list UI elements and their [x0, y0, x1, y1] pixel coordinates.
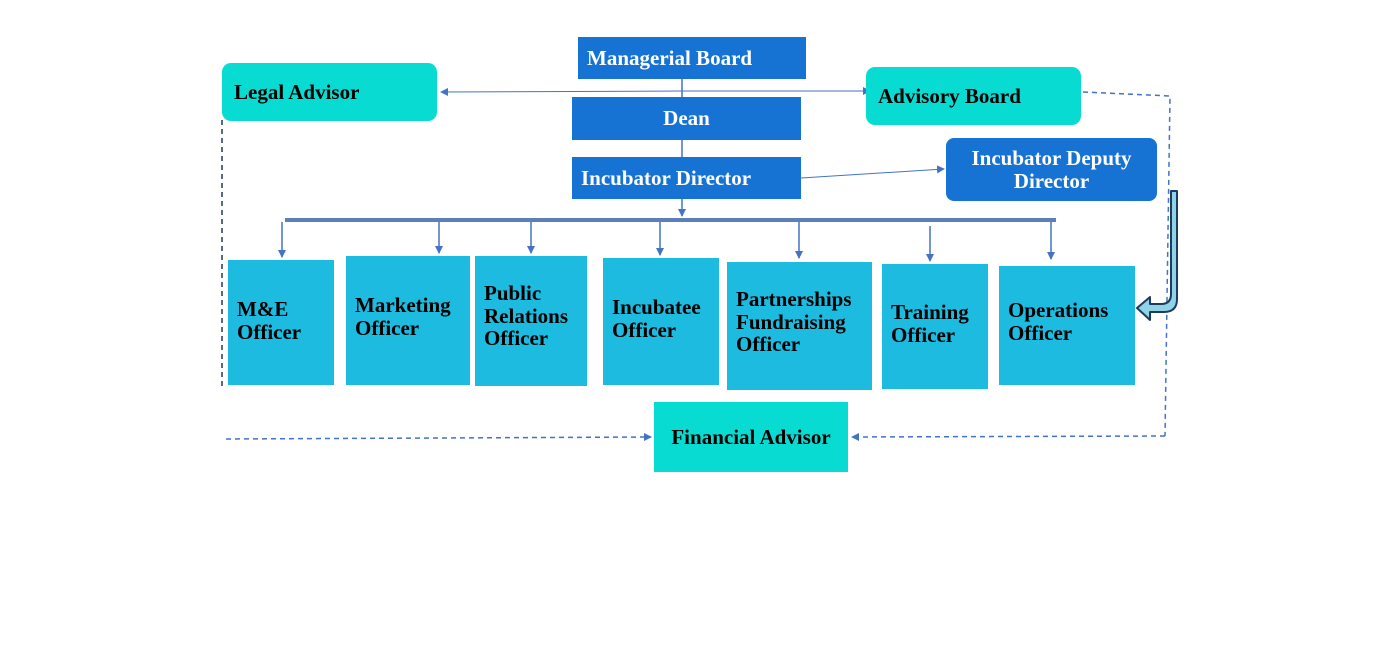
advisory-to-financial-dashed-arrow — [851, 432, 1166, 441]
officer-incubatee: Incubatee Officer — [603, 258, 719, 385]
director-to-deputy-arrow — [800, 165, 945, 179]
officer-incubatee-line-1: Incubatee — [612, 295, 701, 319]
officer-public-relations-line-1: Public — [484, 281, 542, 305]
officer-me-line-1: M&E — [237, 297, 289, 321]
advisory-board-box: Advisory Board — [866, 67, 1081, 125]
advisory-board-label: Advisory Board — [878, 83, 1021, 108]
officer-me-line-2: Officer — [237, 319, 302, 344]
officer-training: Training Officer — [882, 264, 988, 389]
officer-marketing-line-2: Officer — [355, 315, 420, 340]
officer-public-relations: Public Relations Officer — [475, 256, 587, 386]
legal-to-financial-dashed-arrow — [225, 433, 652, 442]
dean-label: Dean — [663, 106, 710, 131]
deputy-director-line-2: Director — [1013, 168, 1090, 193]
financial-advisor-label: Financial Advisor — [671, 424, 831, 449]
officer-public-relations-line-2: Relations — [484, 303, 568, 328]
officer-incubatee-line-2: Officer — [612, 317, 677, 342]
officer-training-line-1: Training — [891, 300, 969, 324]
managerial-board-box: Managerial Board — [578, 37, 806, 79]
legal-advisor-box: Legal Advisor — [222, 63, 437, 121]
officer-operations: Operations Officer — [999, 266, 1135, 385]
incubator-deputy-director-box: Incubator Deputy Director — [946, 138, 1157, 201]
officer-operations-line-1: Operations — [1008, 298, 1109, 322]
officer-training-line-2: Officer — [891, 322, 956, 347]
advisory-dashed-path — [1082, 91, 1171, 437]
officer-partnerships-line-2: Fundraising — [736, 309, 846, 334]
legal-advisor-label: Legal Advisor — [234, 79, 360, 104]
officer-partnerships-line-3: Officer — [736, 332, 801, 357]
officer-public-relations-line-3: Officer — [484, 326, 549, 351]
incubator-director-box: Incubator Director — [572, 157, 801, 199]
managerial-board-label: Managerial Board — [587, 45, 753, 70]
officer-partnerships-line-1: Partnerships — [736, 287, 852, 311]
officer-marketing-line-1: Marketing — [355, 293, 451, 317]
dean-box: Dean — [572, 97, 801, 140]
deputy-director-line-1: Incubator Deputy — [971, 145, 1132, 170]
officer-partnerships-fundraising: Partnerships Fundraising Officer — [727, 262, 872, 390]
deputy-to-operations-block-arrow — [1136, 190, 1178, 321]
officer-operations-line-2: Officer — [1008, 320, 1073, 345]
incubator-director-label: Incubator Director — [581, 165, 752, 190]
to-legal-advisor-arrow — [440, 87, 683, 96]
officer-me: M&E Officer — [228, 260, 334, 385]
financial-advisor-box: Financial Advisor — [654, 402, 848, 472]
officer-marketing: Marketing Officer — [346, 256, 470, 385]
